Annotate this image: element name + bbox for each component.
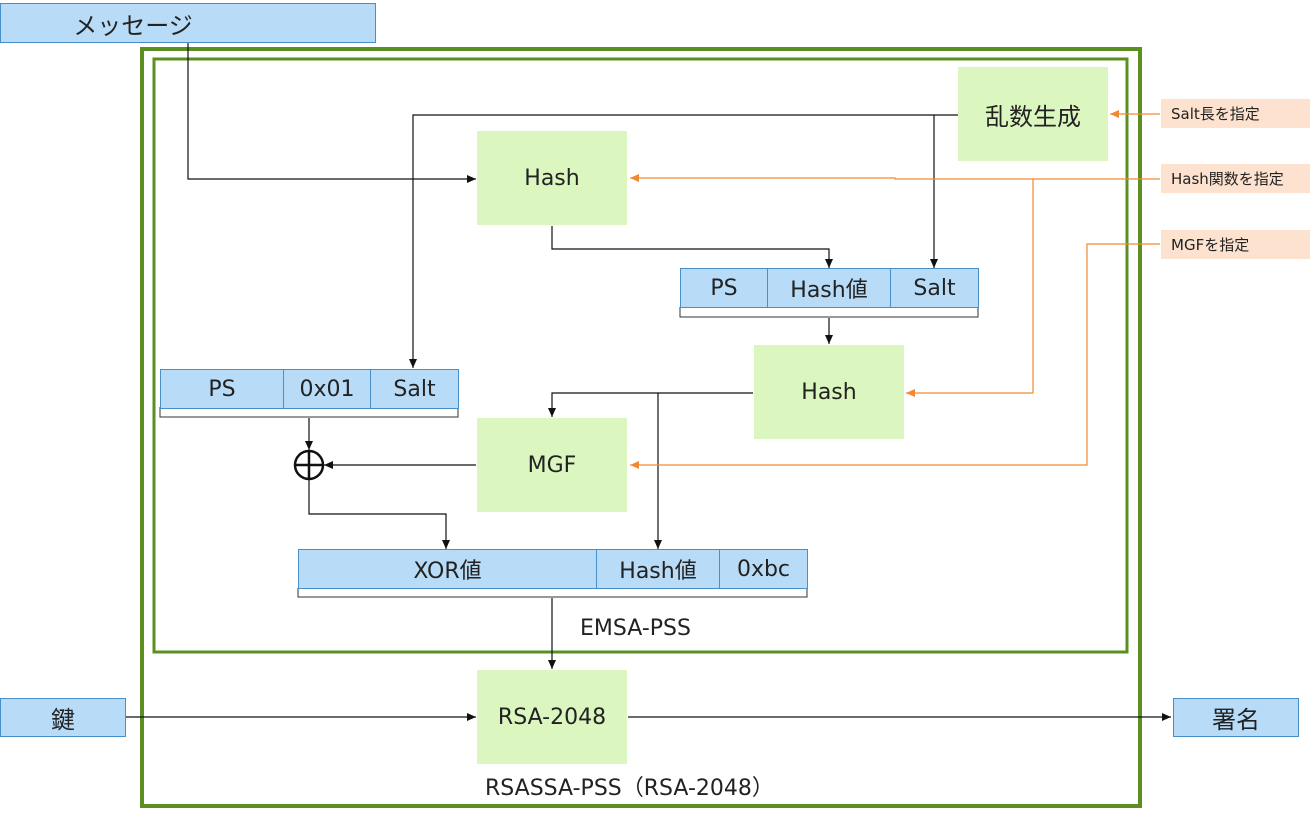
arrow-hashfunc-to-hash2 xyxy=(906,179,1034,397)
m-prime-ps: PS xyxy=(681,269,768,307)
xor-icon xyxy=(293,449,325,481)
rsassa-pss-label: RSASSA-PSS（RSA-2048） xyxy=(485,776,774,801)
arrow-hash2-to-mgf xyxy=(548,392,753,417)
random-generator-box: 乱数生成 xyxy=(958,67,1108,161)
arrow-hashfunc-to-hash1 xyxy=(630,174,1160,182)
db-row: PS 0x01 Salt xyxy=(160,369,459,409)
arrow-random-to-db-salt xyxy=(409,114,958,368)
emsa-pss-label: EMSA-PSS xyxy=(580,616,691,641)
mprime-bracket xyxy=(679,307,979,318)
db-ps: PS xyxy=(161,370,284,408)
mgf-param: MGFを指定 xyxy=(1161,230,1310,259)
arrow-xor-to-em xyxy=(308,480,450,549)
arrow-hash1-to-mprime xyxy=(551,226,833,268)
hash-box-1: Hash xyxy=(477,131,627,225)
db-0x01: 0x01 xyxy=(284,370,371,408)
arrow-message-to-hash xyxy=(187,43,476,183)
mgf-box: MGF xyxy=(477,418,627,512)
hash-box-2: Hash xyxy=(754,345,904,439)
m-prime-row: PS Hash値 Salt xyxy=(680,268,979,308)
em-row: XOR値 Hash値 0xbc xyxy=(298,549,808,589)
em-hash: Hash値 xyxy=(597,550,720,588)
arrow-mgfparam-to-mgf xyxy=(630,243,1160,469)
em-bracket xyxy=(297,588,808,598)
db-salt: Salt xyxy=(371,370,458,408)
message-box: メッセージ xyxy=(0,3,376,43)
em-0xbc: 0xbc xyxy=(720,550,807,588)
em-xor: XOR値 xyxy=(299,550,597,588)
emsa-frame xyxy=(152,57,1129,654)
rsa-box: RSA-2048 xyxy=(477,670,627,764)
m-prime-salt: Salt xyxy=(891,269,978,307)
hash-function-param: Hash関数を指定 xyxy=(1161,164,1310,193)
db-bracket xyxy=(159,407,459,418)
salt-length-param: Salt長を指定 xyxy=(1161,99,1310,128)
rsassa-frame xyxy=(140,47,1142,808)
key-box: 鍵 xyxy=(0,698,126,737)
m-prime-hash: Hash値 xyxy=(768,269,891,307)
signature-box: 署名 xyxy=(1173,698,1299,737)
